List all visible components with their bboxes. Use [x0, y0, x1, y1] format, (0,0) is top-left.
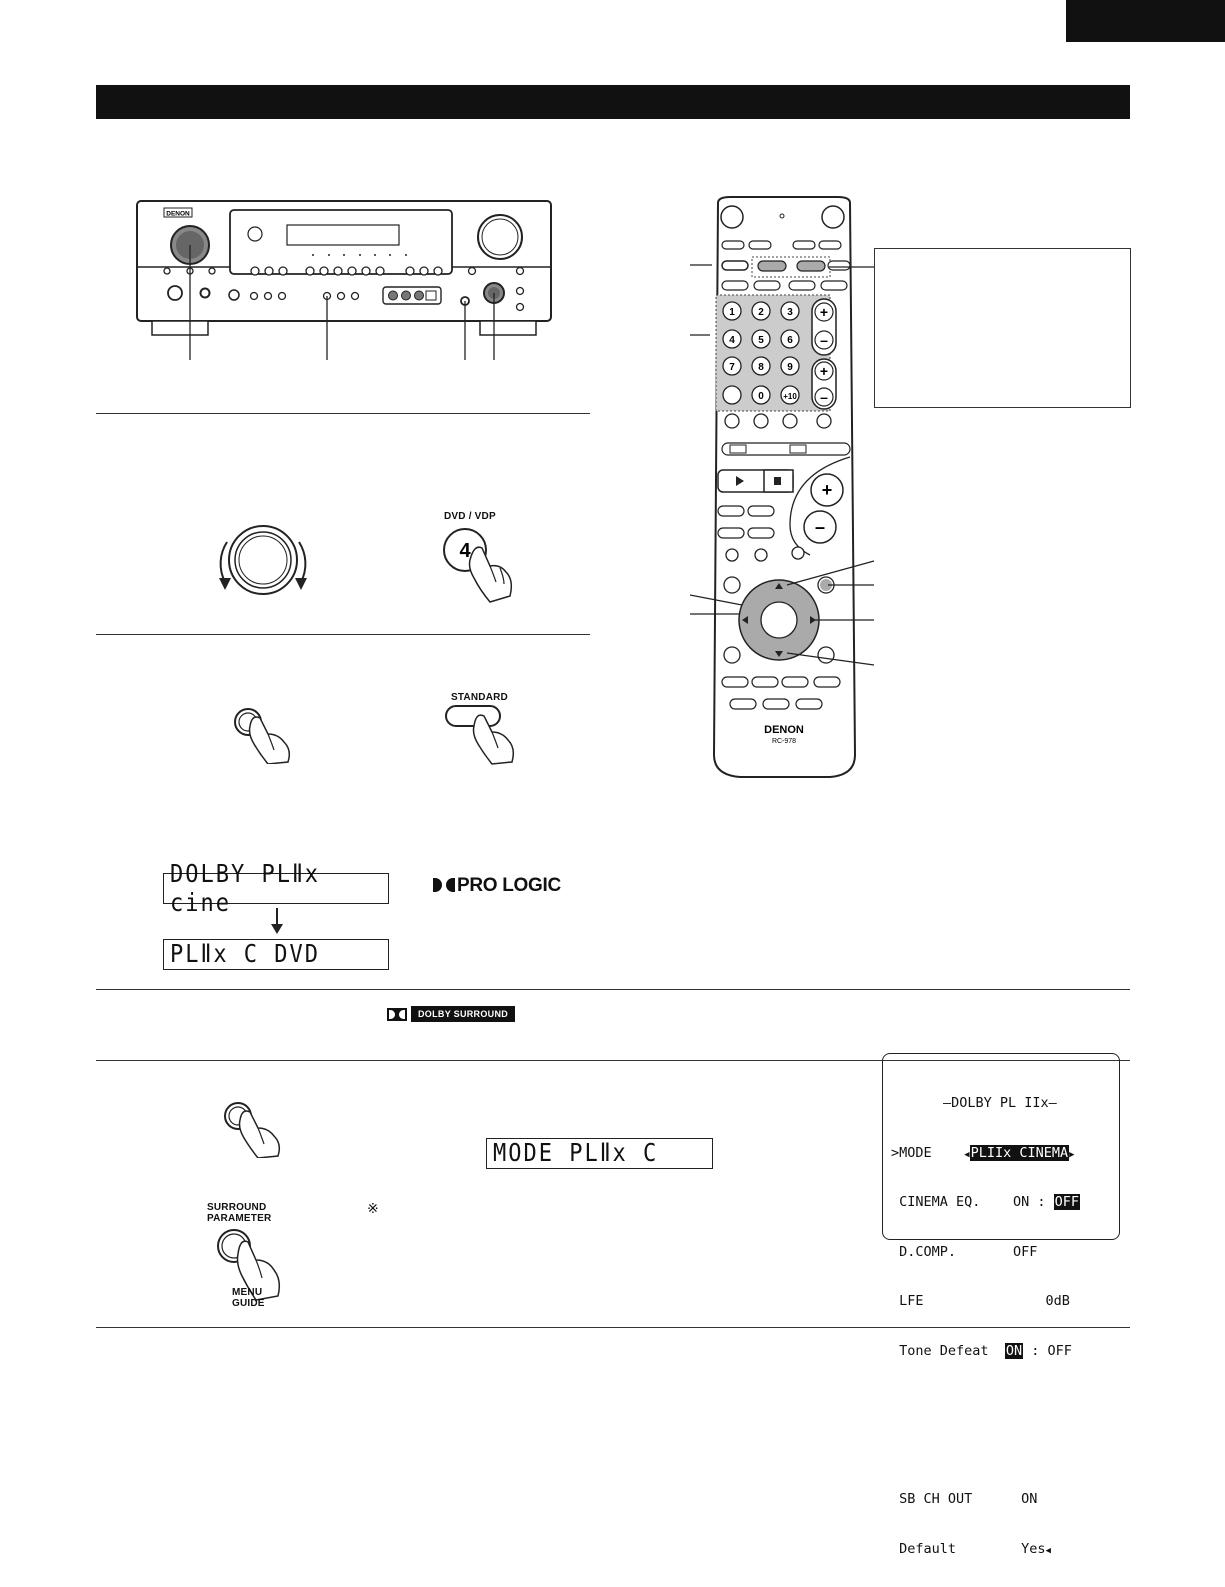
note-box — [874, 248, 1131, 408]
svg-text:9: 9 — [787, 362, 793, 373]
svg-text:1: 1 — [729, 307, 735, 318]
lcd-display-3: MODE PLⅡx C — [486, 1138, 713, 1169]
arrow-down-icon — [271, 908, 283, 934]
section-title-bar — [96, 85, 1130, 119]
standard-button-press-illustration — [445, 705, 515, 765]
dolby-surround-logo: DOLBY SURROUND — [387, 1006, 516, 1022]
receiver-brand: DENON — [166, 211, 190, 218]
lcd-display-1: DOLBY PLⅡx cine — [163, 860, 389, 917]
svg-text:–: – — [820, 332, 828, 348]
divider — [96, 413, 590, 414]
divider — [96, 1327, 1130, 1328]
svg-text:5: 5 — [758, 335, 764, 346]
small-button-press-illustration — [234, 708, 291, 764]
remote-control: 1 2 3 4 5 6 7 8 9 0 +10 + – + – + – — [690, 196, 875, 778]
receiver-front-panel: DENON — [136, 200, 552, 360]
svg-text:4: 4 — [459, 540, 471, 562]
remote-brand: DENON — [764, 724, 804, 736]
svg-text:–: – — [820, 389, 828, 405]
svg-text:+10: +10 — [783, 392, 797, 401]
svg-text:+: + — [820, 363, 828, 379]
divider — [96, 989, 1130, 990]
svg-text:2: 2 — [758, 307, 764, 318]
remote-model: RC-978 — [772, 738, 796, 745]
pro-logic-logo: PRO LOGIC — [433, 875, 561, 897]
lcd-display-2: PLⅡx C DVD — [163, 939, 389, 970]
osd-lfe-row: LFE 0dB — [899, 1293, 1070, 1309]
osd-sb-row: SB CH OUT ON — [899, 1491, 1038, 1507]
svg-text:3: 3 — [787, 307, 793, 318]
svg-text:6: 6 — [787, 335, 793, 346]
osd-cinema-eq-row: CINEMA EQ. ON : OFF — [899, 1194, 1081, 1210]
rotate-knob-illustration — [219, 525, 307, 595]
svg-text:+: + — [820, 304, 828, 320]
svg-text:8: 8 — [758, 362, 764, 373]
svg-text:0: 0 — [758, 391, 764, 402]
osd-title: —DOLBY PL IIx— — [943, 1095, 1057, 1111]
divider — [96, 634, 590, 635]
svg-text:7: 7 — [729, 362, 735, 373]
small-button-press-illustration-2 — [224, 1102, 281, 1158]
language-tab — [1066, 0, 1225, 42]
surround-parameter-label: SURROUND PARAMETER — [207, 1202, 272, 1224]
dvd-vdp-label: DVD / VDP — [444, 511, 496, 522]
osd-menu-screen: —DOLBY PL IIx— >MODE ◀PLIIx CINEMA▶ CINE… — [882, 1053, 1120, 1557]
osd-dcomp-row: D.COMP. OFF — [899, 1243, 1038, 1260]
menu-guide-label: MENU GUIDE — [232, 1287, 265, 1309]
divider — [96, 1060, 1130, 1061]
note-symbol: ※ — [367, 1200, 379, 1216]
osd-mode-row: >MODE ◀PLIIx CINEMA▶ — [891, 1144, 1075, 1161]
dvd-button-press-illustration: 4 — [443, 528, 513, 603]
osd-tone-row: Tone Defeat ON : OFF — [899, 1342, 1072, 1359]
standard-label: STANDARD — [451, 692, 508, 703]
svg-text:4: 4 — [729, 335, 735, 346]
svg-text:+: + — [822, 480, 833, 500]
osd-default-row: Default Yes◀ — [899, 1540, 1051, 1557]
surround-parameter-press-illustration — [217, 1229, 281, 1301]
svg-text:–: – — [815, 517, 825, 537]
